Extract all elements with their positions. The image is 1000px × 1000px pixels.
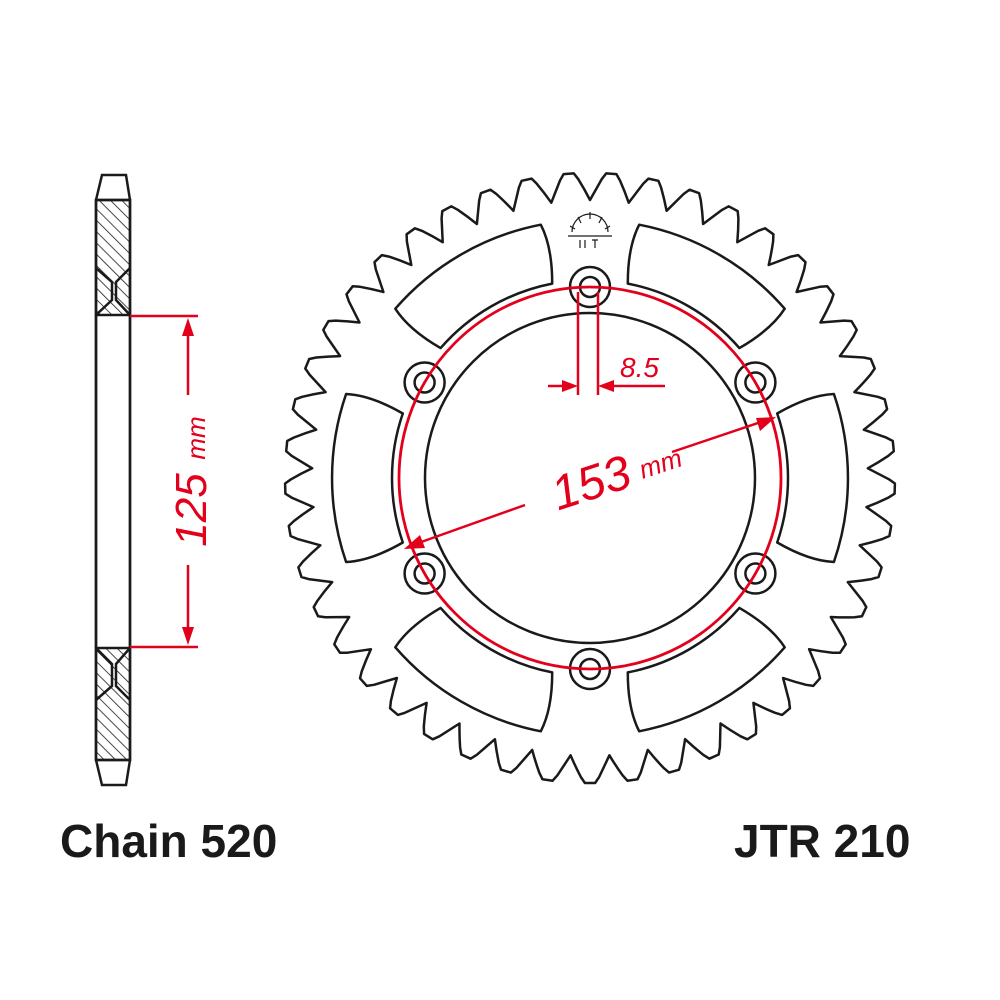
chain-size-label: Chain 520 <box>60 815 278 867</box>
jt-logo-stamp <box>568 212 612 248</box>
hub-diameter-value: 125 <box>167 473 216 547</box>
lightening-slot <box>394 606 554 733</box>
bolt-hole-value: 8.5 <box>620 352 659 383</box>
lightening-slot <box>775 392 850 564</box>
bolt-circle-arc <box>397 285 783 671</box>
side-profile-view <box>94 173 132 787</box>
profile-chamfer-bottom-right <box>114 647 131 701</box>
lightening-slot <box>330 392 405 564</box>
profile-chamfer-top-left <box>95 267 114 316</box>
bolt-hole-dimension <box>548 292 665 395</box>
lightening-slot <box>626 606 786 733</box>
lightening-slots <box>330 223 850 733</box>
bolt-circle-dimension <box>404 417 776 549</box>
profile-chamfer-top-right <box>114 267 131 316</box>
part-number-label: JTR 210 <box>734 815 911 867</box>
lightening-slot <box>394 223 554 350</box>
profile-chamfer-bottom-left <box>95 647 114 701</box>
hub-diameter-dimension <box>130 314 198 649</box>
hub-diameter-label: 125 mm <box>167 416 216 546</box>
lightening-slot <box>626 223 786 350</box>
hub-diameter-unit: mm <box>181 416 211 459</box>
center-bore <box>423 311 757 645</box>
